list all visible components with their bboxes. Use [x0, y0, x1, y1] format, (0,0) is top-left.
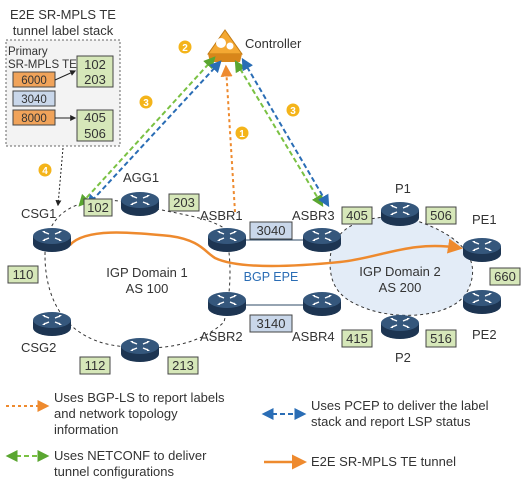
stack-side-label-203: 203 — [84, 72, 106, 87]
node-label-csg1: CSG1 — [21, 206, 56, 221]
label-tag-110: 110 — [7, 265, 39, 284]
legend-bgp-ls-line1: Uses BGP-LS to report labels — [54, 390, 225, 405]
e2e-tunnel-path — [69, 231, 463, 268]
legend-netconf-line1: Uses NETCONF to deliver — [54, 448, 207, 463]
router-bottom — [120, 337, 160, 363]
label-tag-405: 405 — [341, 206, 373, 225]
svg-text:415: 415 — [346, 331, 368, 346]
igp-domain-1-area — [44, 199, 231, 349]
stack-side-label-102: 102 — [84, 57, 106, 72]
svg-text:3: 3 — [143, 98, 149, 109]
svg-text:102: 102 — [87, 200, 109, 215]
label-tag-506: 506 — [425, 206, 457, 225]
pcep-arrow-csg1 — [86, 60, 222, 207]
svg-text:203: 203 — [173, 195, 195, 210]
pcep-arrow-asbr3 — [241, 57, 330, 208]
router-asbr3 — [302, 227, 342, 253]
step-badge-4: 4 — [38, 163, 52, 177]
label-tag-3040: 3040 — [249, 221, 293, 240]
config-arrow-csg1 — [55, 147, 64, 207]
legend-pcep-line1: Uses PCEP to deliver the label — [311, 398, 489, 413]
domain-1-as: AS 100 — [126, 281, 169, 296]
domain-2-title: IGP Domain 2 — [359, 264, 440, 279]
label-tag-415: 415 — [341, 329, 373, 348]
router-pe2 — [462, 289, 502, 315]
domain-1-title: IGP Domain 1 — [106, 265, 187, 280]
legend-netconf-line2: tunnel configurations — [54, 464, 174, 479]
label-tag-3140: 3140 — [249, 314, 293, 333]
router-pe1 — [462, 237, 502, 263]
stack-label-3040-text: 3040 — [21, 94, 47, 106]
stack-label-8000-text: 8000 — [21, 113, 47, 125]
router-csg1 — [32, 227, 72, 253]
node-label-asbr2: ASBR2 — [200, 329, 243, 344]
step-badge-3-right: 3 — [286, 103, 300, 117]
label-tag-660: 660 — [489, 267, 521, 286]
stack-label-3040 — [12, 90, 56, 107]
svg-text:516: 516 — [430, 331, 452, 346]
step-badge-1: 1 — [235, 126, 249, 140]
stack-side-label-506: 506 — [84, 126, 106, 141]
node-label-asbr1: ASBR1 — [200, 208, 243, 223]
stack-box-title-2: tunnel label stack — [13, 23, 114, 38]
bgp-ls-arrow — [220, 64, 236, 213]
controller-icon — [207, 29, 243, 62]
legend: Uses BGP-LS to report labels and network… — [5, 390, 489, 479]
stack-label-6000-text: 6000 — [21, 75, 47, 87]
step-badge-3-left: 3 — [139, 95, 153, 109]
bgp-epe-label: BGP EPE — [244, 270, 299, 284]
router-asbr1 — [207, 227, 247, 253]
svg-text:3140: 3140 — [257, 316, 286, 331]
node-label-csg2: CSG2 — [21, 340, 56, 355]
node-label-pe2: PE2 — [472, 327, 497, 342]
svg-text:506: 506 — [430, 208, 452, 223]
svg-text:110: 110 — [13, 267, 34, 282]
step-badge-2: 2 — [178, 40, 192, 54]
legend-bgp-ls-line2: and network topology — [54, 406, 178, 421]
node-label-agg1: AGG1 — [123, 170, 159, 185]
router-p1 — [380, 201, 420, 227]
node-label-pe1: PE1 — [472, 212, 497, 227]
svg-text:3: 3 — [290, 106, 296, 117]
label-tag-102: 102 — [83, 198, 113, 217]
legend-pcep-line2: stack and report LSP status — [311, 414, 471, 429]
controller-label: Controller — [245, 36, 302, 51]
netconf-arrow-asbr3 — [234, 59, 324, 208]
stack-arrow-top — [54, 70, 77, 81]
stack-primary-label-2: SR-MPLS TE — [8, 59, 77, 71]
svg-text:4: 4 — [42, 166, 48, 177]
stack-side-label-405: 405 — [84, 110, 106, 125]
svg-text:1: 1 — [239, 129, 245, 140]
node-label-asbr3: ASBR3 — [292, 208, 335, 223]
label-tag-203: 203 — [168, 193, 200, 212]
router-asbr2 — [207, 291, 247, 317]
node-label-p2: P2 — [395, 350, 411, 365]
svg-text:2: 2 — [182, 43, 188, 54]
stack-primary-label-1: Primary — [8, 46, 48, 58]
domain-2-as: AS 200 — [379, 280, 422, 295]
legend-bgp-ls-line3: information — [54, 422, 118, 437]
igp-domain-2-area — [329, 216, 474, 316]
svg-text:405: 405 — [346, 208, 368, 223]
svg-text:3040: 3040 — [257, 223, 286, 238]
stack-box-title-1: E2E SR-MPLS TE — [10, 7, 116, 22]
label-tag-516: 516 — [425, 329, 457, 348]
router-csg2 — [32, 311, 72, 337]
router-p2 — [380, 314, 420, 340]
svg-text:213: 213 — [172, 358, 194, 373]
node-label-asbr4: ASBR4 — [292, 329, 335, 344]
legend-tunnel-text: E2E SR-MPLS TE tunnel — [311, 454, 456, 469]
svg-text:660: 660 — [494, 269, 516, 284]
svg-text:112: 112 — [85, 358, 106, 373]
node-label-p1: P1 — [395, 181, 411, 196]
label-tag-112: 112 — [79, 356, 111, 375]
router-agg1 — [120, 191, 160, 217]
router-asbr4 — [302, 291, 342, 317]
label-tag-213: 213 — [167, 356, 199, 375]
